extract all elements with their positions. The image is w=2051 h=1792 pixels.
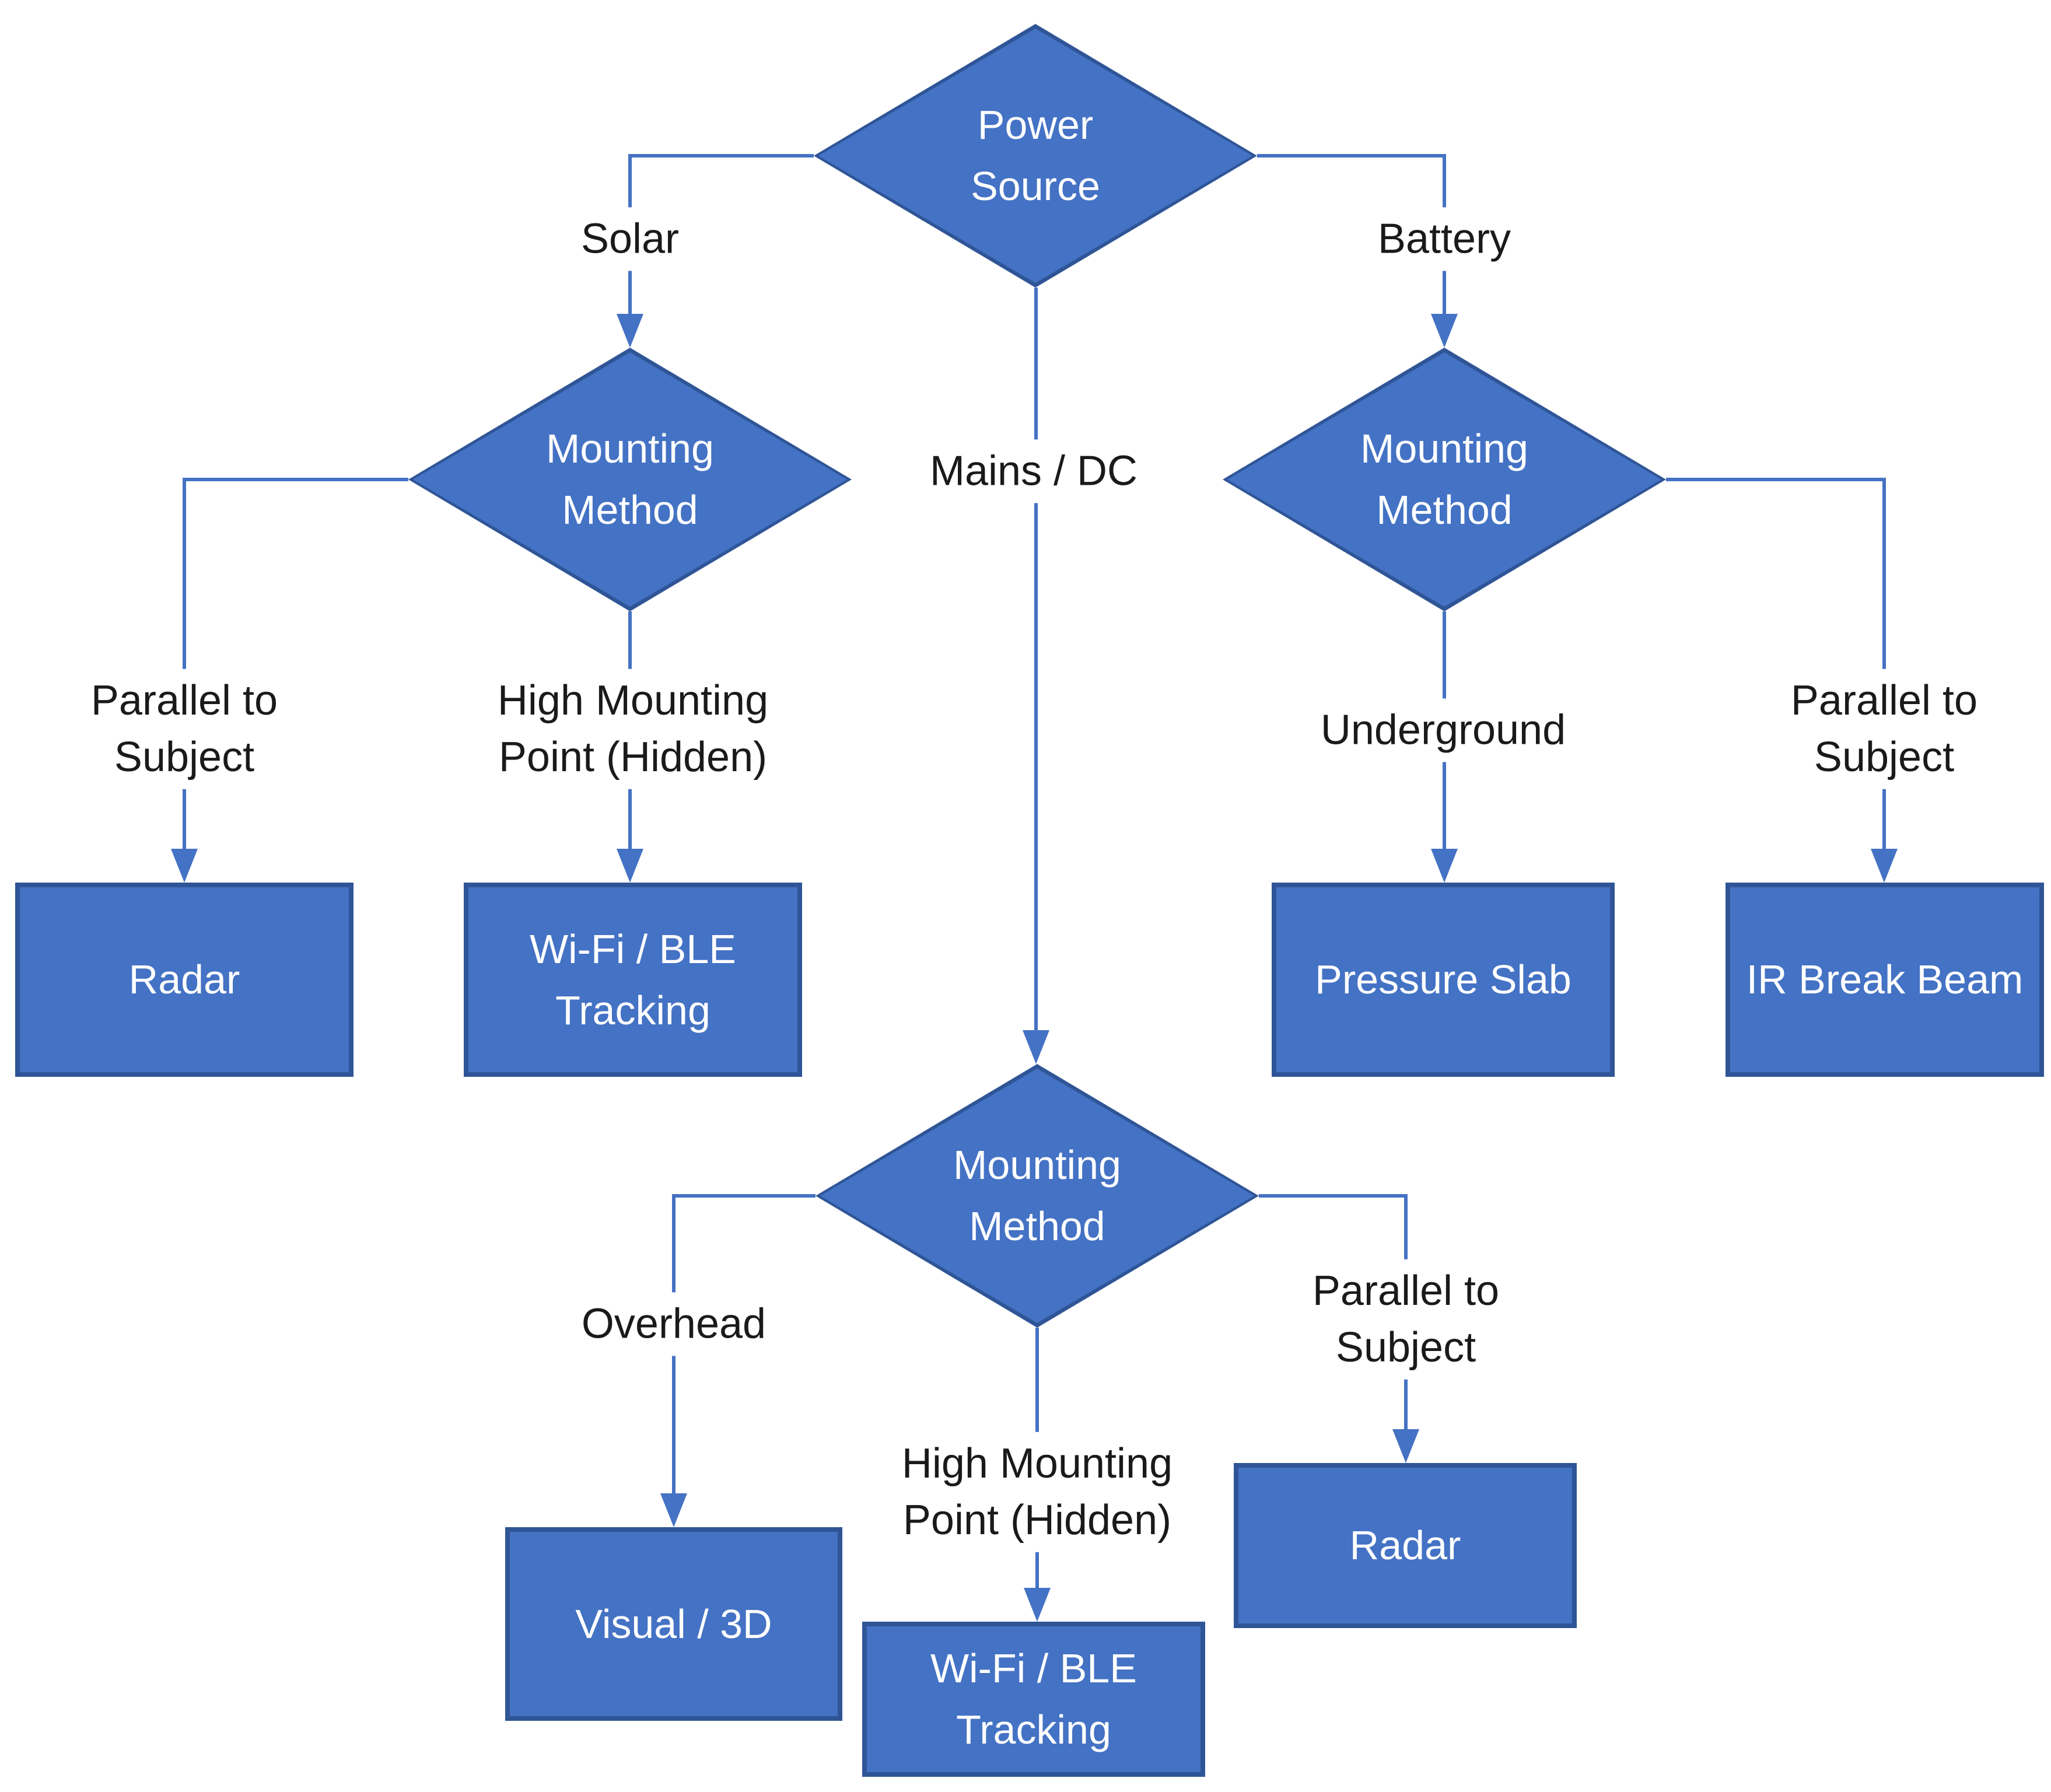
edge-label-overhead: Overhead	[569, 1292, 778, 1356]
edge-label-parallel-to-subject-battery: Parallel to Subject	[1744, 668, 2024, 790]
decision-mounting-method-mains-label: Mounting Method	[953, 1142, 1121, 1249]
outcome-ir-break-beam: IR Break Beam	[1726, 883, 2044, 1077]
connector-power-to-mounting-mains	[1023, 288, 1049, 1064]
edge-label-parallel-to-subject-mains: Parallel to Subject	[1266, 1259, 1546, 1380]
outcome-wifi-ble-mains: Wi-Fi / BLE Tracking	[862, 1622, 1205, 1777]
outcome-radar-mains: Radar	[1234, 1463, 1577, 1628]
edge-label-battery: Battery	[1366, 207, 1523, 271]
edge-label-mains-dc: Mains / DC	[918, 439, 1150, 503]
edge-label-solar: Solar	[569, 207, 691, 271]
outcome-radar-solar-label: Radar	[128, 957, 240, 1002]
outcome-visual-3d: Visual / 3D	[505, 1527, 842, 1721]
outcome-radar-mains-label: Radar	[1349, 1522, 1461, 1568]
edge-label-underground: Underground	[1308, 698, 1578, 762]
outcome-wifi-ble-mains-label: Wi-Fi / BLE Tracking	[930, 1646, 1137, 1752]
outcome-ir-break-beam-label: IR Break Beam	[1746, 957, 2024, 1002]
outcome-radar-solar: Radar	[15, 883, 354, 1077]
edge-label-parallel-to-subject-solar: Parallel to Subject	[44, 668, 324, 790]
outcome-visual-3d-label: Visual / 3D	[575, 1601, 772, 1647]
edge-label-high-mounting-point-mains: High Mounting Point (Hidden)	[862, 1432, 1212, 1553]
outcome-wifi-ble-solar-label: Wi-Fi / BLE Tracking	[530, 926, 736, 1033]
outcome-wifi-ble-solar: Wi-Fi / BLE Tracking	[464, 883, 802, 1077]
edge-label-high-mounting-point-solar: High Mounting Point (Hidden)	[458, 668, 808, 790]
decision-mounting-method-solar-label: Mounting Method	[546, 426, 714, 533]
decision-power-source-label: Power Source	[971, 102, 1100, 209]
connector-mounting-mains-to-visual-3d	[660, 1194, 816, 1527]
outcome-pressure-slab: Pressure Slab	[1272, 883, 1615, 1077]
decision-mounting-method-battery-label: Mounting Method	[1360, 426, 1528, 533]
outcome-pressure-slab-label: Pressure Slab	[1315, 957, 1572, 1002]
